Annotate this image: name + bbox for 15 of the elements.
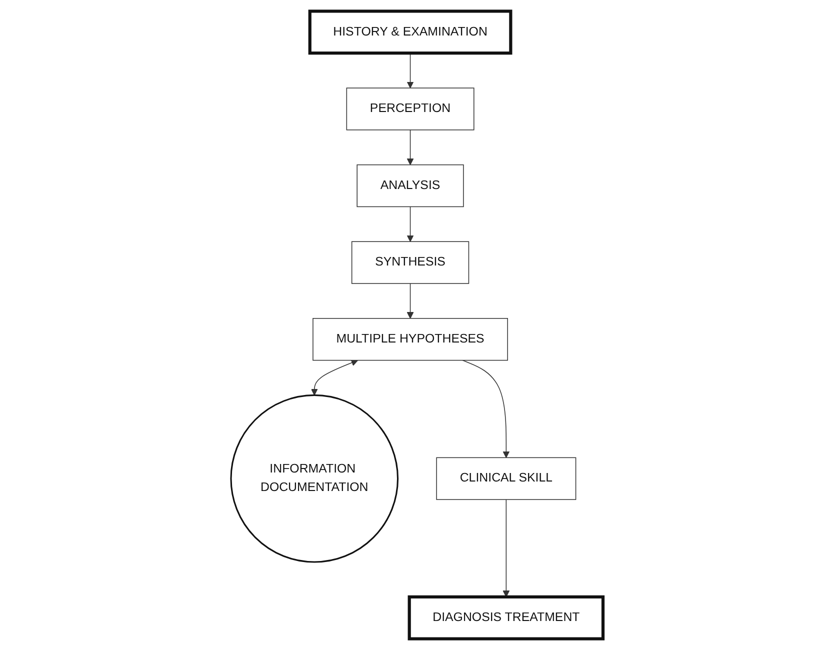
arrow	[462, 360, 510, 458]
node-box: SYNTHESIS	[351, 241, 470, 284]
node-box: PERCEPTION	[346, 88, 474, 130]
arrow	[406, 52, 414, 88]
arrow	[310, 360, 358, 396]
node-box: CLINICAL SKILL	[436, 457, 576, 500]
node-box: HISTORY & EXAMINATION	[308, 10, 512, 55]
node-box: MULTIPLE HYPOTHESES	[312, 318, 508, 361]
arrow	[406, 206, 414, 242]
arrow	[502, 499, 510, 598]
node-circle: INFORMATION DOCUMENTATION	[230, 394, 399, 563]
node-box: DIAGNOSIS TREATMENT	[408, 595, 605, 640]
arrow	[406, 283, 414, 319]
node-box: ANALYSIS	[356, 164, 464, 208]
arrow	[406, 130, 414, 166]
